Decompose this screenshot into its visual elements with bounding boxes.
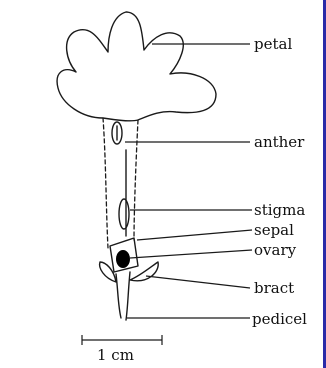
stigma-shape <box>119 199 129 229</box>
pedicel-right <box>126 272 130 320</box>
ovary-shape <box>116 250 130 268</box>
label-ovary: ovary <box>254 241 297 259</box>
scale-bar-label: 1 cm <box>97 346 134 364</box>
leader-sepal <box>137 230 252 240</box>
label-pedicel: pedicel <box>252 310 307 328</box>
label-bract: bract <box>254 279 294 297</box>
label-petal: petal <box>254 35 292 53</box>
bract-right <box>130 262 158 281</box>
label-stigma: stigma <box>254 201 305 219</box>
corolla-tube-right <box>134 120 138 240</box>
leader-ovary <box>130 250 252 258</box>
label-sepal: sepal <box>254 221 294 239</box>
leader-bract <box>146 276 250 288</box>
pedicel-left <box>116 274 121 318</box>
corolla-outline <box>57 12 216 121</box>
corolla-tube-left <box>103 118 108 248</box>
label-anther: anther <box>254 133 305 151</box>
